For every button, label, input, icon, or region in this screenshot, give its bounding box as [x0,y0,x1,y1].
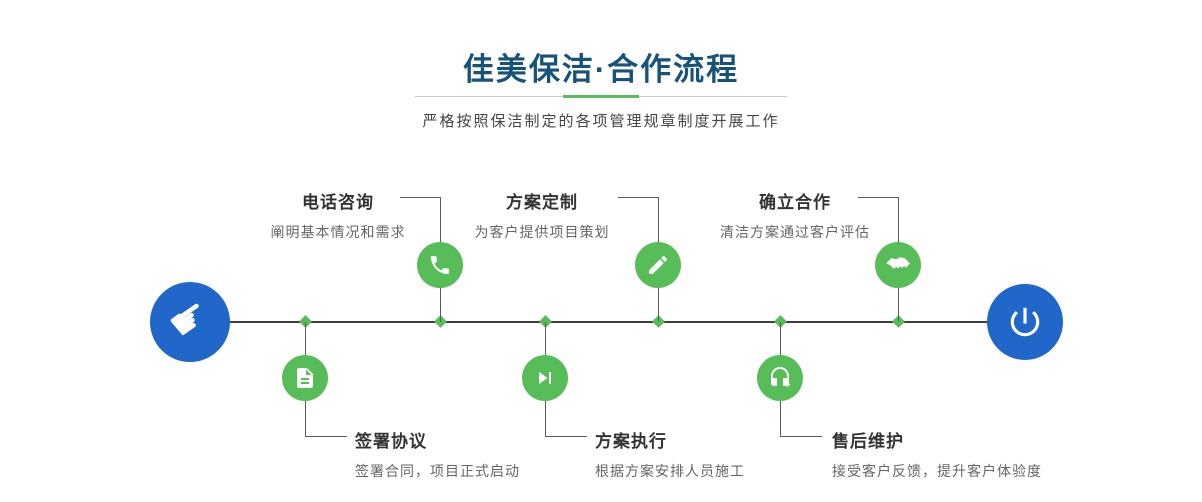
phone-icon [428,253,452,277]
connector-line [898,288,899,322]
connector-line [305,322,306,355]
connector-line [545,401,546,436]
step-node-cooperate [875,242,921,288]
divider-accent [563,95,639,98]
step-node-plan [635,242,681,288]
step-desc: 签署合同，项目正式启动 [355,463,520,479]
handshake-icon [885,252,911,278]
step-title: 电话咨询 [302,193,374,212]
connector-line [780,436,822,437]
step-label-phone: 电话咨询 阐明基本情况和需求 [223,188,453,242]
step-desc: 阐明基本情况和需求 [270,224,406,240]
power-icon [1006,303,1044,341]
connector-line [780,401,781,436]
connector-line [780,322,781,355]
step-title: 方案定制 [506,193,578,212]
step-label-aftersales: 售后维护 接受客户反馈，提升客户体验度 [832,427,1042,481]
connector-line [545,322,546,355]
step-node-phone [417,242,463,288]
title-divider [415,95,787,98]
step-label-cooperate: 确立合作 清洁方案通过客户评估 [680,188,910,242]
pen-icon [646,253,670,277]
connector-line [898,197,899,242]
step-title: 方案执行 [595,432,667,451]
page-title: 佳美保洁·合作流程 [462,52,740,87]
connector-line [440,197,441,242]
connector-line [658,197,659,242]
step-label-plan: 方案定制 为客户提供项目策划 [427,188,657,242]
step-title: 签署协议 [355,432,427,451]
connector-line [400,197,440,198]
timeline-end-node [987,284,1063,360]
step-node-sign [282,355,328,401]
step-label-sign: 签署协议 签署合同，项目正式启动 [355,427,520,481]
connector-line [440,288,441,322]
connector-line [305,436,347,437]
document-icon [293,366,317,390]
step-desc: 根据方案安排人员施工 [595,463,745,479]
play-icon [533,366,557,390]
step-node-execute [522,355,568,401]
timeline-line [190,321,1025,323]
timeline-start-node: ☛ [150,282,230,362]
step-node-aftersales [757,355,803,401]
headset-icon [768,366,792,390]
connector-line [658,288,659,322]
connector-line [858,197,898,198]
step-title: 售后维护 [832,432,904,451]
hand-pointer-icon: ☛ [158,287,221,352]
step-desc: 清洁方案通过客户评估 [720,224,870,240]
step-label-execute: 方案执行 根据方案安排人员施工 [595,427,745,481]
connector-line [305,401,306,436]
connector-line [618,197,658,198]
step-title: 确立合作 [759,193,831,212]
page-subtitle: 严格按照保洁制定的各项管理规章制度开展工作 [422,113,780,130]
connector-line [545,436,587,437]
step-desc: 接受客户反馈，提升客户体验度 [832,463,1042,479]
step-desc: 为客户提供项目策划 [474,224,610,240]
